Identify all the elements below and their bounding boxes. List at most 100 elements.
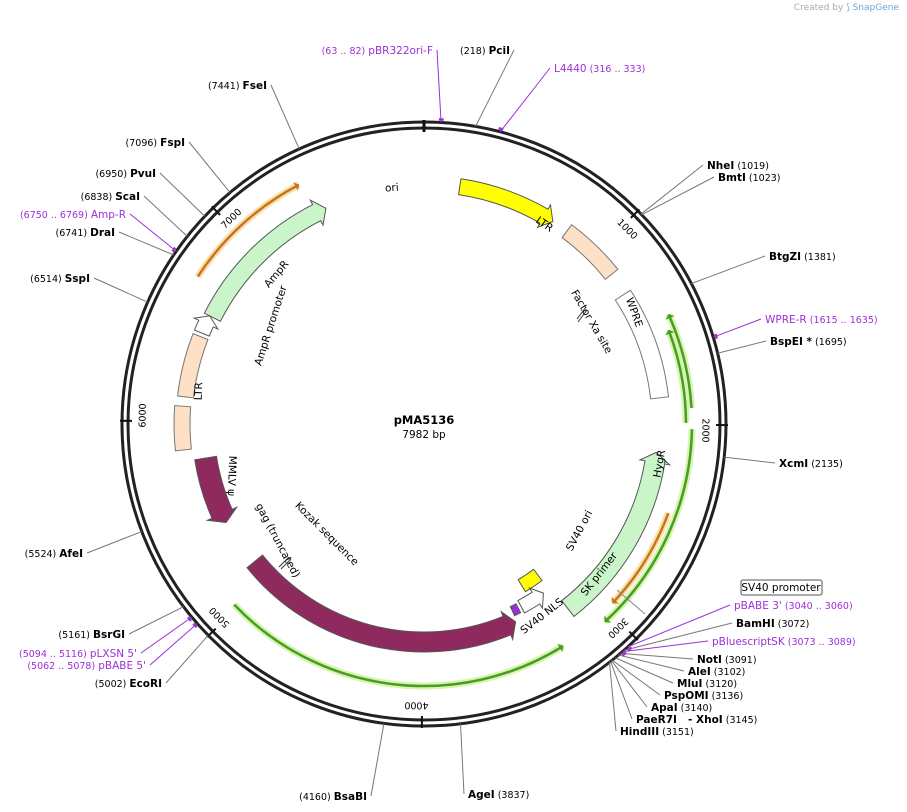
enzyme-site-fsei[interactable]: (7441) FseI (208, 80, 267, 92)
feature-ltr-1[interactable] (561, 224, 619, 281)
primer-leader-2 (713, 318, 762, 338)
enzyme-site-hindiii[interactable]: HindIII (3151) (620, 726, 694, 738)
enzyme-site-apai[interactable]: ApaI (3140) (651, 702, 712, 714)
primer-site-l4440[interactable]: L4440 (316 .. 333) (554, 63, 645, 75)
feature-label-ltr-left: LTR (193, 382, 206, 401)
feature-ltr-10[interactable] (177, 333, 209, 399)
tick-7000 (211, 205, 221, 216)
enzyme-site-bmti[interactable]: BmtI (1023) (718, 172, 780, 184)
enzyme-site-paer7i[interactable]: PaeR7I (636, 714, 677, 726)
enzyme-site-pspomi[interactable]: PspOMI (3136) (664, 690, 743, 702)
enzyme-site-bsrgi[interactable]: (5161) BsrGI (58, 629, 125, 641)
enzyme-site-pcii[interactable]: (218) PciI (460, 45, 510, 57)
primer-site-plxsn-5[interactable]: (5094 .. 5116) pLXSN 5' (19, 648, 137, 660)
snapgene-logo-icon: ⟆ (846, 3, 850, 13)
sv40-promoter-box (740, 579, 823, 596)
primer-arc-head-1 (665, 330, 675, 336)
enzyme-site-sspi[interactable]: (6514) SspI (30, 273, 90, 285)
sv40-promoter-leader (616, 589, 646, 615)
plasmid-length: 7982 bp (402, 429, 446, 441)
primer-site-pbabe-5[interactable]: (5062 .. 5078) pBABE 5' (27, 660, 146, 672)
enzyme-site-ecori[interactable]: (5002) EcoRI (95, 678, 162, 690)
primer-site-pbr322ori-f[interactable]: (63 .. 82) pBR322ori-F (322, 45, 433, 57)
primer-arc-3 (611, 512, 670, 604)
primer-leader-6 (149, 623, 198, 666)
enzyme-site-bsabi[interactable]: (4160) BsaBI (299, 791, 367, 803)
site-label-factor-xa: Factor Xa site (568, 288, 614, 356)
primer-leader-1 (499, 67, 551, 133)
primer-leader-0 (436, 49, 442, 123)
enzyme-site-xhoi[interactable]: - XhoI (3145) (688, 714, 757, 726)
feature-sv40-nls-6[interactable] (509, 603, 522, 617)
enzyme-leader-0 (475, 49, 515, 127)
primer-arc-head-3 (611, 596, 619, 604)
primer-site-pbluescriptsk[interactable]: pBluescriptSK (3073 .. 3089) (712, 636, 856, 648)
feature-label-hygr: HygR (651, 449, 668, 479)
kozak-tick (278, 556, 290, 568)
enzyme-leader-7 (620, 652, 694, 660)
primer-leader-4 (622, 640, 709, 653)
enzyme-site-bamhi[interactable]: BamHI (3072) (736, 618, 809, 630)
feature-hygr-3[interactable] (560, 451, 672, 618)
tick-label-6000: 6000 (138, 403, 149, 427)
enzyme-leader-12 (610, 661, 633, 720)
feature-ori-0[interactable] (458, 178, 554, 229)
enzyme-leader-15 (460, 723, 465, 795)
enzyme-site-mlui[interactable]: MluI (3120) (677, 678, 737, 690)
primer-site-pbabe-3[interactable]: pBABE 3' (3040 .. 3060) (734, 600, 853, 612)
enzyme-leader-19 (86, 531, 142, 554)
enzyme-leader-10 (611, 659, 661, 696)
tick-label-1000: 1000 (614, 217, 639, 242)
enzyme-site-alei[interactable]: AleI (3102) (688, 666, 745, 678)
feature-label-integrase: phage φC31 integrase (343, 648, 460, 672)
label-leader-lines (86, 49, 776, 797)
feature-gag-truncated-8[interactable] (194, 455, 239, 523)
enzyme-site-pvui[interactable]: (6950) PvuI (95, 168, 156, 180)
primer-arc-0 (667, 313, 693, 409)
primer-arc-head-0 (665, 314, 675, 320)
enzyme-site-scai[interactable]: (6838) ScaI (81, 191, 140, 203)
primer-leader-7 (129, 213, 177, 252)
feature-phage-c31-integrase-7[interactable] (246, 554, 517, 653)
primer-arc-head-4 (557, 643, 564, 653)
feature-arrows (173, 178, 672, 653)
snapgene-credit: Created by ⟆ SnapGene (794, 3, 899, 13)
enzyme-site-xcmi[interactable]: XcmI (2135) (779, 458, 843, 470)
primer-site-amp-r[interactable]: (6750 .. 6769) Amp-R (20, 209, 126, 221)
factor-xa-tick-2 (577, 309, 588, 323)
enzyme-site-noti[interactable]: NotI (3091) (697, 654, 757, 666)
credit-prefix: Created by (793, 3, 844, 13)
enzyme-site-bspei[interactable]: BspEI * (1695) (770, 336, 847, 348)
enzyme-site-btgzi[interactable]: BtgZI (1381) (769, 251, 836, 263)
enzyme-site-afei[interactable]: (5524) AfeI (25, 548, 83, 560)
primer-arc-2 (604, 429, 694, 623)
plasmid-name: pMA5136 (394, 413, 455, 427)
enzyme-leader-5 (724, 456, 776, 464)
feature-mmlv-9[interactable] (173, 405, 192, 452)
primer-site-wpre-r[interactable]: WPRE-R (1615 .. 1635) (765, 314, 878, 326)
enzyme-site-fspi[interactable]: (7096) FspI (126, 137, 185, 149)
enzyme-site-drai[interactable]: (6741) DraI (56, 227, 116, 239)
enzyme-site-agei[interactable]: AgeI (3837) (468, 789, 529, 801)
enzyme-leader-3 (691, 255, 766, 285)
feature-sv40-ori-4[interactable] (517, 568, 543, 593)
enzyme-site-nhei[interactable]: NheI (1019) (707, 160, 769, 172)
feature-label-ori: ori (385, 182, 399, 195)
primer-mark-5 (187, 616, 193, 622)
feature-sv40-promoter-5[interactable] (517, 587, 544, 614)
feature-wpre-2[interactable] (614, 289, 670, 400)
enzyme-leader-21 (118, 231, 174, 256)
feature-label-sv40-ori: SV40 ori (564, 508, 595, 553)
sv40-promoter-box-label: SV40 promoter (741, 582, 821, 594)
enzyme-leader-16 (370, 723, 385, 797)
primer-mark-2 (714, 333, 718, 339)
enzyme-leader-22 (143, 195, 188, 237)
enzyme-leader-6 (623, 622, 733, 651)
tick-1000 (630, 208, 641, 219)
credit-brand: SnapGene (852, 3, 899, 13)
site-label-kozak: Kozak sequence (292, 500, 360, 568)
feature-ampr-promoter-11[interactable] (192, 315, 220, 337)
feature-label-mmlv-psi: MMLV ψ (225, 456, 238, 497)
feature-ampr-12[interactable] (203, 199, 327, 322)
